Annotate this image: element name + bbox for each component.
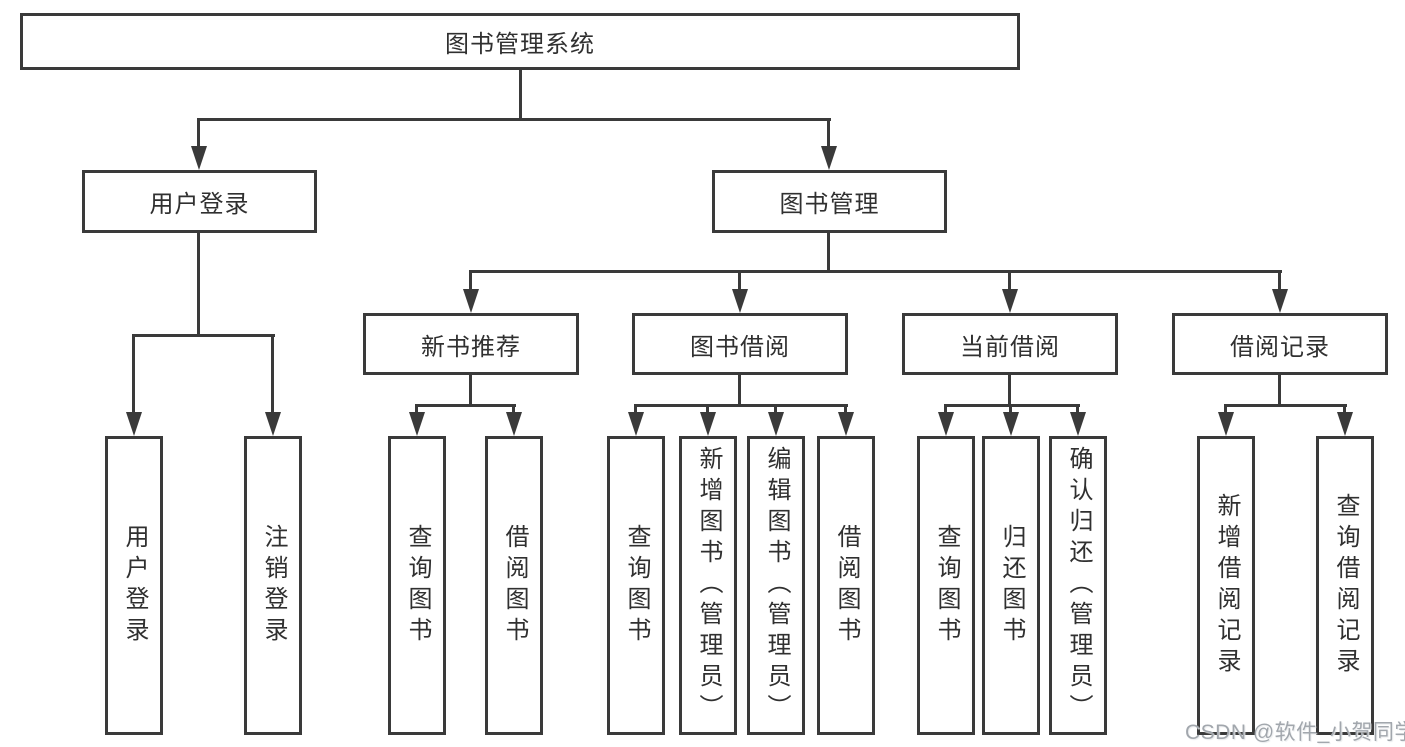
leaf-confirm-return-admin: 确认归还（管理员） bbox=[1049, 436, 1107, 735]
connector-book-management-stub bbox=[827, 232, 830, 273]
node-current-borrowing: 当前借阅 bbox=[902, 313, 1118, 375]
arrowhead bbox=[1003, 412, 1019, 436]
arrowhead bbox=[1218, 412, 1234, 436]
connector-user-login-group bbox=[132, 334, 275, 337]
leaf-add-books-admin: 新增图书（管理员） bbox=[679, 436, 737, 735]
connector-group-new-book bbox=[415, 404, 516, 407]
arrowhead bbox=[409, 412, 425, 436]
node-borrowing-records: 借阅记录 bbox=[1172, 313, 1388, 375]
arrow-stem bbox=[774, 404, 777, 414]
leaf-user-login: 用户登录 bbox=[105, 436, 163, 735]
arrowhead bbox=[768, 412, 784, 436]
arrow-stem bbox=[944, 404, 947, 414]
arrowhead bbox=[838, 412, 854, 436]
connector-group-borrow-records bbox=[1224, 404, 1347, 407]
node-user-login: 用户登录 bbox=[82, 170, 317, 233]
arrow-stem-book-borrow bbox=[738, 270, 741, 291]
arrowhead bbox=[628, 412, 644, 436]
arrow-stem-borrow-records bbox=[1278, 270, 1281, 291]
arrow-stem-new-book bbox=[469, 270, 472, 291]
csdn-watermark: CSDN @软件_小贺同学 bbox=[1185, 721, 1405, 744]
leaf-borrow-books: 借阅图书 bbox=[817, 436, 875, 735]
arrow-stem bbox=[634, 404, 637, 414]
leaf-query-books: 查询图书 bbox=[388, 436, 446, 735]
arrow-stem bbox=[1224, 404, 1227, 414]
connector-root-stub bbox=[519, 68, 522, 120]
arrow-stem bbox=[415, 404, 418, 414]
arrow-stem bbox=[1343, 404, 1346, 414]
arrowhead-book-management bbox=[821, 146, 837, 170]
arrowhead bbox=[506, 412, 522, 436]
arrowhead-current-borrow bbox=[1002, 289, 1018, 313]
node-book-management: 图书管理 bbox=[712, 170, 947, 233]
arrow-stem bbox=[844, 404, 847, 414]
connector-borrow-records-stub bbox=[1278, 374, 1281, 407]
connector-level1 bbox=[197, 118, 831, 121]
leaf-borrow-books: 借阅图书 bbox=[485, 436, 543, 735]
arrow-stem-leaf-login bbox=[132, 334, 135, 414]
arrowhead bbox=[938, 412, 954, 436]
arrowhead-borrow-records bbox=[1272, 289, 1288, 313]
arrowhead bbox=[1070, 412, 1086, 436]
leaf-query-borrow-record: 查询借阅记录 bbox=[1316, 436, 1374, 735]
arrowhead-leaf-login bbox=[126, 412, 142, 436]
arrow-stem bbox=[512, 404, 515, 414]
arrow-stem-book-management bbox=[827, 118, 830, 148]
arrowhead bbox=[1337, 412, 1353, 436]
leaf-query-books: 查询图书 bbox=[917, 436, 975, 735]
arrow-stem-current-borrow bbox=[1008, 270, 1011, 291]
leaf-add-borrow-record: 新增借阅记录 bbox=[1197, 436, 1255, 735]
node-book-borrowing: 图书借阅 bbox=[632, 313, 848, 375]
leaf-query-books: 查询图书 bbox=[607, 436, 665, 735]
arrowhead bbox=[700, 412, 716, 436]
arrowhead-new-book bbox=[463, 289, 479, 313]
connector-user-login-stub bbox=[197, 232, 200, 336]
leaf-edit-books-admin: 编辑图书（管理员） bbox=[747, 436, 805, 735]
connector-new-book-stub bbox=[469, 374, 472, 407]
connector-group-current-borrow bbox=[944, 404, 1080, 407]
arrow-stem bbox=[1009, 404, 1012, 414]
node-library-management-system: 图书管理系统 bbox=[20, 13, 1020, 70]
arrow-stem bbox=[706, 404, 709, 414]
arrow-stem-user-login bbox=[197, 118, 200, 148]
connector-level2 bbox=[469, 270, 1282, 273]
arrow-stem bbox=[1076, 404, 1079, 414]
arrowhead-user-login bbox=[191, 146, 207, 170]
connector-current-borrow-stub bbox=[1008, 374, 1011, 407]
leaf-logout: 注销登录 bbox=[244, 436, 302, 735]
node-new-book-recommend: 新书推荐 bbox=[363, 313, 579, 375]
leaf-return-books: 归还图书 bbox=[982, 436, 1040, 735]
connector-group-book-borrow bbox=[634, 404, 848, 407]
arrow-stem-leaf-logout bbox=[271, 334, 274, 414]
connector-book-borrow-stub bbox=[738, 374, 741, 407]
arrowhead-leaf-logout bbox=[265, 412, 281, 436]
arrowhead-book-borrow bbox=[732, 289, 748, 313]
